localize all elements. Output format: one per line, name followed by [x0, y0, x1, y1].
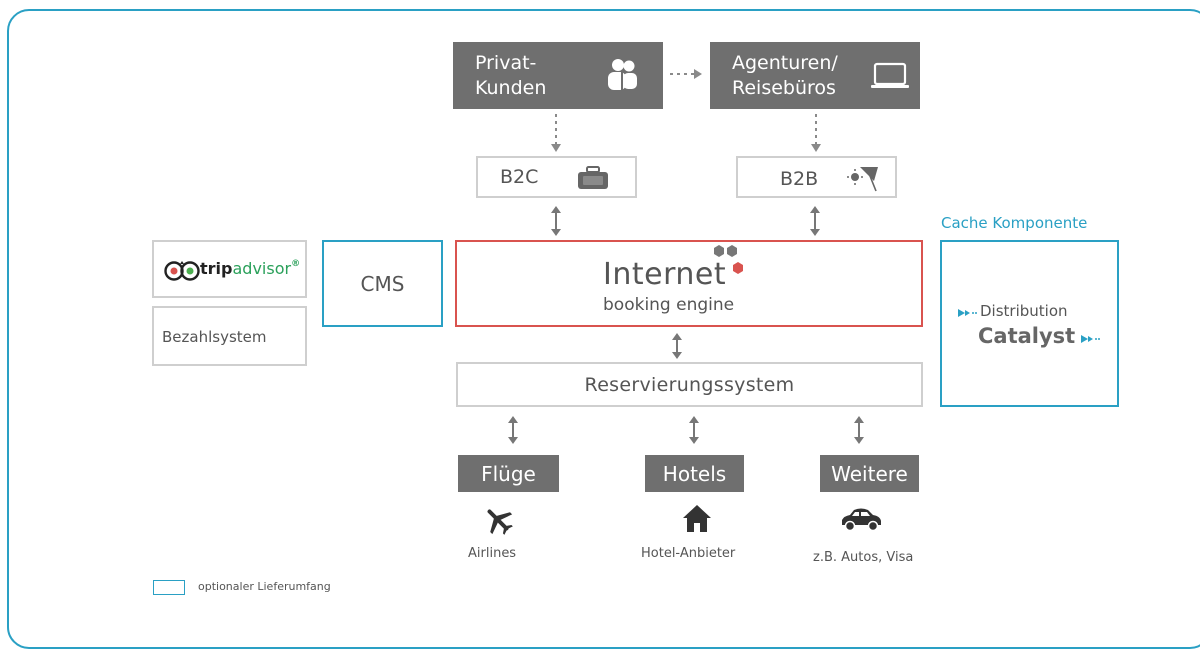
flights-box: Flüge — [458, 455, 559, 492]
dashed-arrow-down-left — [548, 112, 564, 154]
engine-title: Internet — [603, 257, 727, 292]
private-customers-label: Privat- Kunden — [475, 52, 547, 99]
payment-system-label: Bezahlsystem — [162, 328, 267, 346]
suitcase-icon — [576, 165, 610, 191]
internet-booking-engine-box: Internet booking engine — [455, 240, 923, 327]
tripadvisor-logo-text: tripadvisor® — [200, 259, 301, 278]
agencies-label: Agenturen/ Reisebüros — [732, 52, 838, 99]
double-arrow-flights — [506, 416, 520, 444]
b2b-box: B2B — [736, 156, 897, 198]
agencies-box: Agenturen/ Reisebüros — [710, 42, 920, 109]
double-arrow-engine — [670, 333, 684, 359]
beach-umbrella-icon — [846, 163, 880, 193]
cache-component-box: Distribution Catalyst — [940, 240, 1119, 407]
flights-caption: Airlines — [468, 546, 517, 561]
hotels-caption: Hotel-Anbieter — [641, 546, 736, 561]
engine-subtitle: booking engine — [603, 295, 735, 315]
cms-box: CMS — [322, 240, 443, 327]
tripadvisor-owl-icon — [164, 261, 204, 281]
payment-system-box: Bezahlsystem — [152, 306, 307, 366]
legend-swatch — [153, 580, 185, 595]
other-label: Weitere — [831, 461, 908, 486]
distribution-arrows-icon — [958, 308, 978, 318]
b2c-box: B2C — [476, 156, 637, 198]
other-caption: z.B. Autos, Visa — [813, 550, 914, 565]
engine-hexagons-icon — [712, 243, 752, 279]
people-icon — [605, 57, 639, 91]
reservation-system-label: Reservierungssystem — [584, 373, 795, 396]
laptop-icon — [870, 61, 910, 91]
tripadvisor-box: tripadvisor® — [152, 240, 307, 298]
dashed-arrow-right — [668, 66, 704, 82]
cache-component-label: Cache Komponente — [941, 214, 1088, 232]
double-arrow-other — [852, 416, 866, 444]
b2c-label: B2C — [500, 166, 539, 188]
car-icon — [838, 507, 884, 533]
other-box: Weitere — [820, 455, 919, 492]
b2b-label: B2B — [780, 168, 819, 190]
dashed-arrow-down-right — [808, 112, 824, 154]
reservation-system-box: Reservierungssystem — [456, 362, 923, 407]
flights-label: Flüge — [481, 461, 536, 486]
double-arrow-hotels — [687, 416, 701, 444]
house-icon — [681, 502, 713, 534]
legend-label: optionaler Lieferumfang — [198, 580, 331, 593]
airplane-icon — [481, 504, 515, 536]
cms-label: CMS — [360, 271, 405, 296]
catalyst-arrows-icon — [1081, 334, 1101, 344]
double-arrow-b2b — [808, 206, 822, 236]
hotels-label: Hotels — [662, 461, 727, 486]
distribution-label: Distribution — [980, 302, 1068, 320]
catalyst-label: Catalyst — [978, 324, 1076, 348]
hotels-box: Hotels — [645, 455, 744, 492]
double-arrow-b2c — [549, 206, 563, 236]
private-customers-box: Privat- Kunden — [453, 42, 663, 109]
